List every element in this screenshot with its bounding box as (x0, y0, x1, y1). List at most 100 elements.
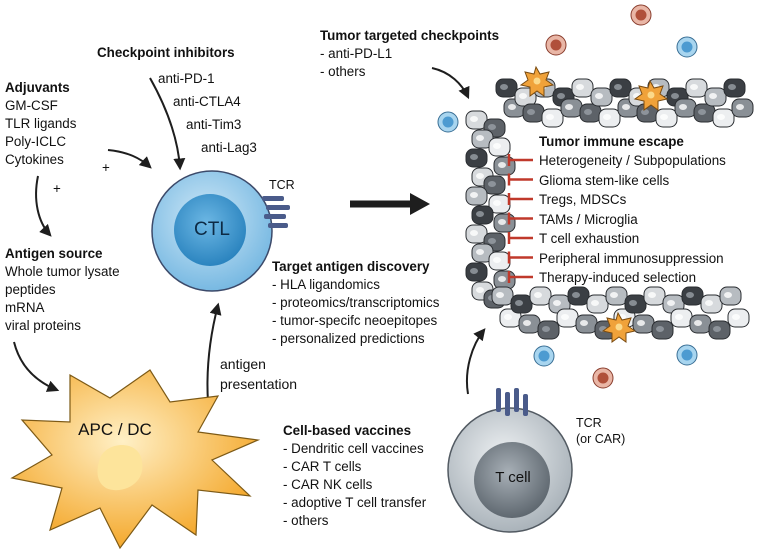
t-cell-label: T cell (495, 469, 531, 486)
adjuvant-item: TLR ligands (5, 116, 77, 131)
tumor-escape-item: Therapy-induced selection (539, 270, 697, 285)
tumor-cell (624, 294, 647, 314)
blue-cell (676, 36, 698, 58)
cell-vaccines-block: Cell-based vaccines - Dendritic cell vac… (283, 422, 426, 530)
tumor-escape-list: Heterogeneity / Subpopulations Glioma st… (539, 151, 726, 288)
apc-nucleus (97, 444, 143, 491)
ctl-receptor-icon (262, 196, 290, 228)
microglia-nucleus (533, 77, 541, 85)
antigen-presentation-label: antigen presentation (220, 354, 297, 394)
antigen-source-item: viral proteins (5, 318, 81, 333)
tumor-escape-item: Peripheral immunosuppression (539, 250, 724, 266)
tumor-cell (495, 78, 518, 98)
inhibition-bar (507, 251, 533, 264)
antigen-presentation-line: antigen (220, 356, 266, 372)
tumor-cell (643, 286, 666, 306)
tumor-cell (522, 103, 545, 123)
tumor-escape-item: Heterogeneity / Subpopulations (539, 153, 726, 168)
tumor-cell (704, 87, 727, 107)
tumor-cell (567, 286, 590, 306)
arrow-tcell-to-tumor (466, 328, 486, 395)
inhibition-bar (507, 193, 533, 205)
checkpoint-item: anti-CTLA4 (173, 94, 241, 109)
ctl-nucleus (174, 194, 246, 266)
target-antigen-block: Target antigen discovery - HLA ligandomi… (272, 258, 439, 348)
tumor-cell (465, 186, 488, 206)
inhibition-bar (507, 173, 533, 186)
adjuvants-title: Adjuvants (5, 80, 70, 95)
tumor-cell (499, 308, 522, 328)
tumor-cell (681, 286, 704, 306)
cell-vaccine-item: - CAR NK cells (283, 477, 373, 492)
tumor-cell (465, 148, 488, 168)
apc-label: APC / DC (78, 420, 152, 439)
blue-cell (533, 345, 555, 367)
floating-cells (437, 4, 698, 389)
t-cell-receptor-line: (or CAR) (576, 432, 626, 446)
tumor-cell (670, 308, 693, 328)
apc-cell (10, 369, 261, 550)
blue-cell (676, 344, 698, 366)
checkpoint-item: anti-PD-1 (158, 71, 215, 86)
inhibition-bar (507, 212, 533, 225)
tumor-cell (560, 98, 583, 118)
tumor-cell (556, 308, 579, 328)
checkpoint-item: anti-Tim3 (186, 117, 242, 132)
antigen-presentation-line: presentation (220, 376, 298, 392)
tumor-cell (731, 98, 754, 118)
target-antigen-title: Target antigen discovery (272, 259, 430, 274)
microglia-nucleus (615, 323, 623, 331)
checkpoint-item: anti-Lag3 (201, 140, 257, 155)
target-antigen-item: - proteomics/transcriptomics (272, 295, 440, 310)
red-cell (592, 367, 614, 389)
blue-cell (437, 111, 459, 133)
checkpoint-inhibitors-title: Checkpoint inhibitors (97, 45, 235, 60)
t-cell-receptor-line: TCR (576, 416, 602, 430)
antigen-source-block: Antigen source Whole tumor lysate peptid… (5, 245, 120, 335)
tumor-cell (655, 108, 678, 128)
tumor-cell (632, 314, 655, 334)
cell-vaccines-title: Cell-based vaccines (283, 423, 412, 438)
arrow-checkpoint-to-ctl (149, 77, 186, 171)
ctl-receptor-label: TCR (269, 178, 295, 192)
tumor-checkpoints-title: Tumor targeted checkpoints (320, 28, 500, 43)
antigen-source-item: Whole tumor lysate (5, 264, 120, 279)
inhibition-bars (507, 154, 533, 283)
tumor-cell (586, 294, 609, 314)
arrow-apc-to-ctl (206, 302, 222, 403)
microglia-nucleus (647, 91, 655, 99)
tumor-cell (575, 314, 598, 334)
tumor-cell (465, 262, 488, 282)
target-antigen-item: - HLA ligandomics (272, 277, 380, 292)
tumor-cell (719, 286, 742, 306)
tumor-cell (510, 294, 533, 314)
tumor-cell (693, 103, 716, 123)
ctl-label: CTL (194, 219, 230, 240)
adjuvant-item: GM-CSF (5, 98, 58, 113)
inhibition-bar (507, 154, 533, 166)
tumor-escape-item: TAMs / Microglia (539, 211, 638, 227)
cell-vaccine-item: - CAR T cells (283, 459, 362, 474)
tumor-escape-item: T cell exhaustion (539, 231, 640, 246)
tumor-cell (529, 286, 552, 306)
tumor-cell (571, 78, 594, 98)
adjuvant-item: Poly-ICLC (5, 134, 67, 149)
cell-vaccine-item: - Dendritic cell vaccines (283, 441, 424, 456)
plus-sign: + (102, 160, 110, 175)
tumor-cell (488, 137, 511, 157)
red-cell (545, 34, 567, 56)
tumor-mass (465, 65, 754, 343)
tumor-cell (700, 294, 723, 314)
tumor-cell (488, 251, 511, 271)
t-cell (447, 388, 573, 533)
tumor-cell (727, 308, 750, 328)
arrow-adjuvant-to-antigen (35, 175, 52, 237)
adjuvants-list: GM-CSF TLR ligands Poly-ICLC Cytokines (5, 97, 76, 169)
red-cell (630, 4, 652, 26)
cell-vaccine-item: - adoptive T cell transfer (283, 495, 427, 510)
tumor-cell (605, 286, 628, 306)
arrow-antigen-to-apc (13, 341, 60, 392)
arrow-checkpoint-to-tumor (431, 67, 470, 100)
